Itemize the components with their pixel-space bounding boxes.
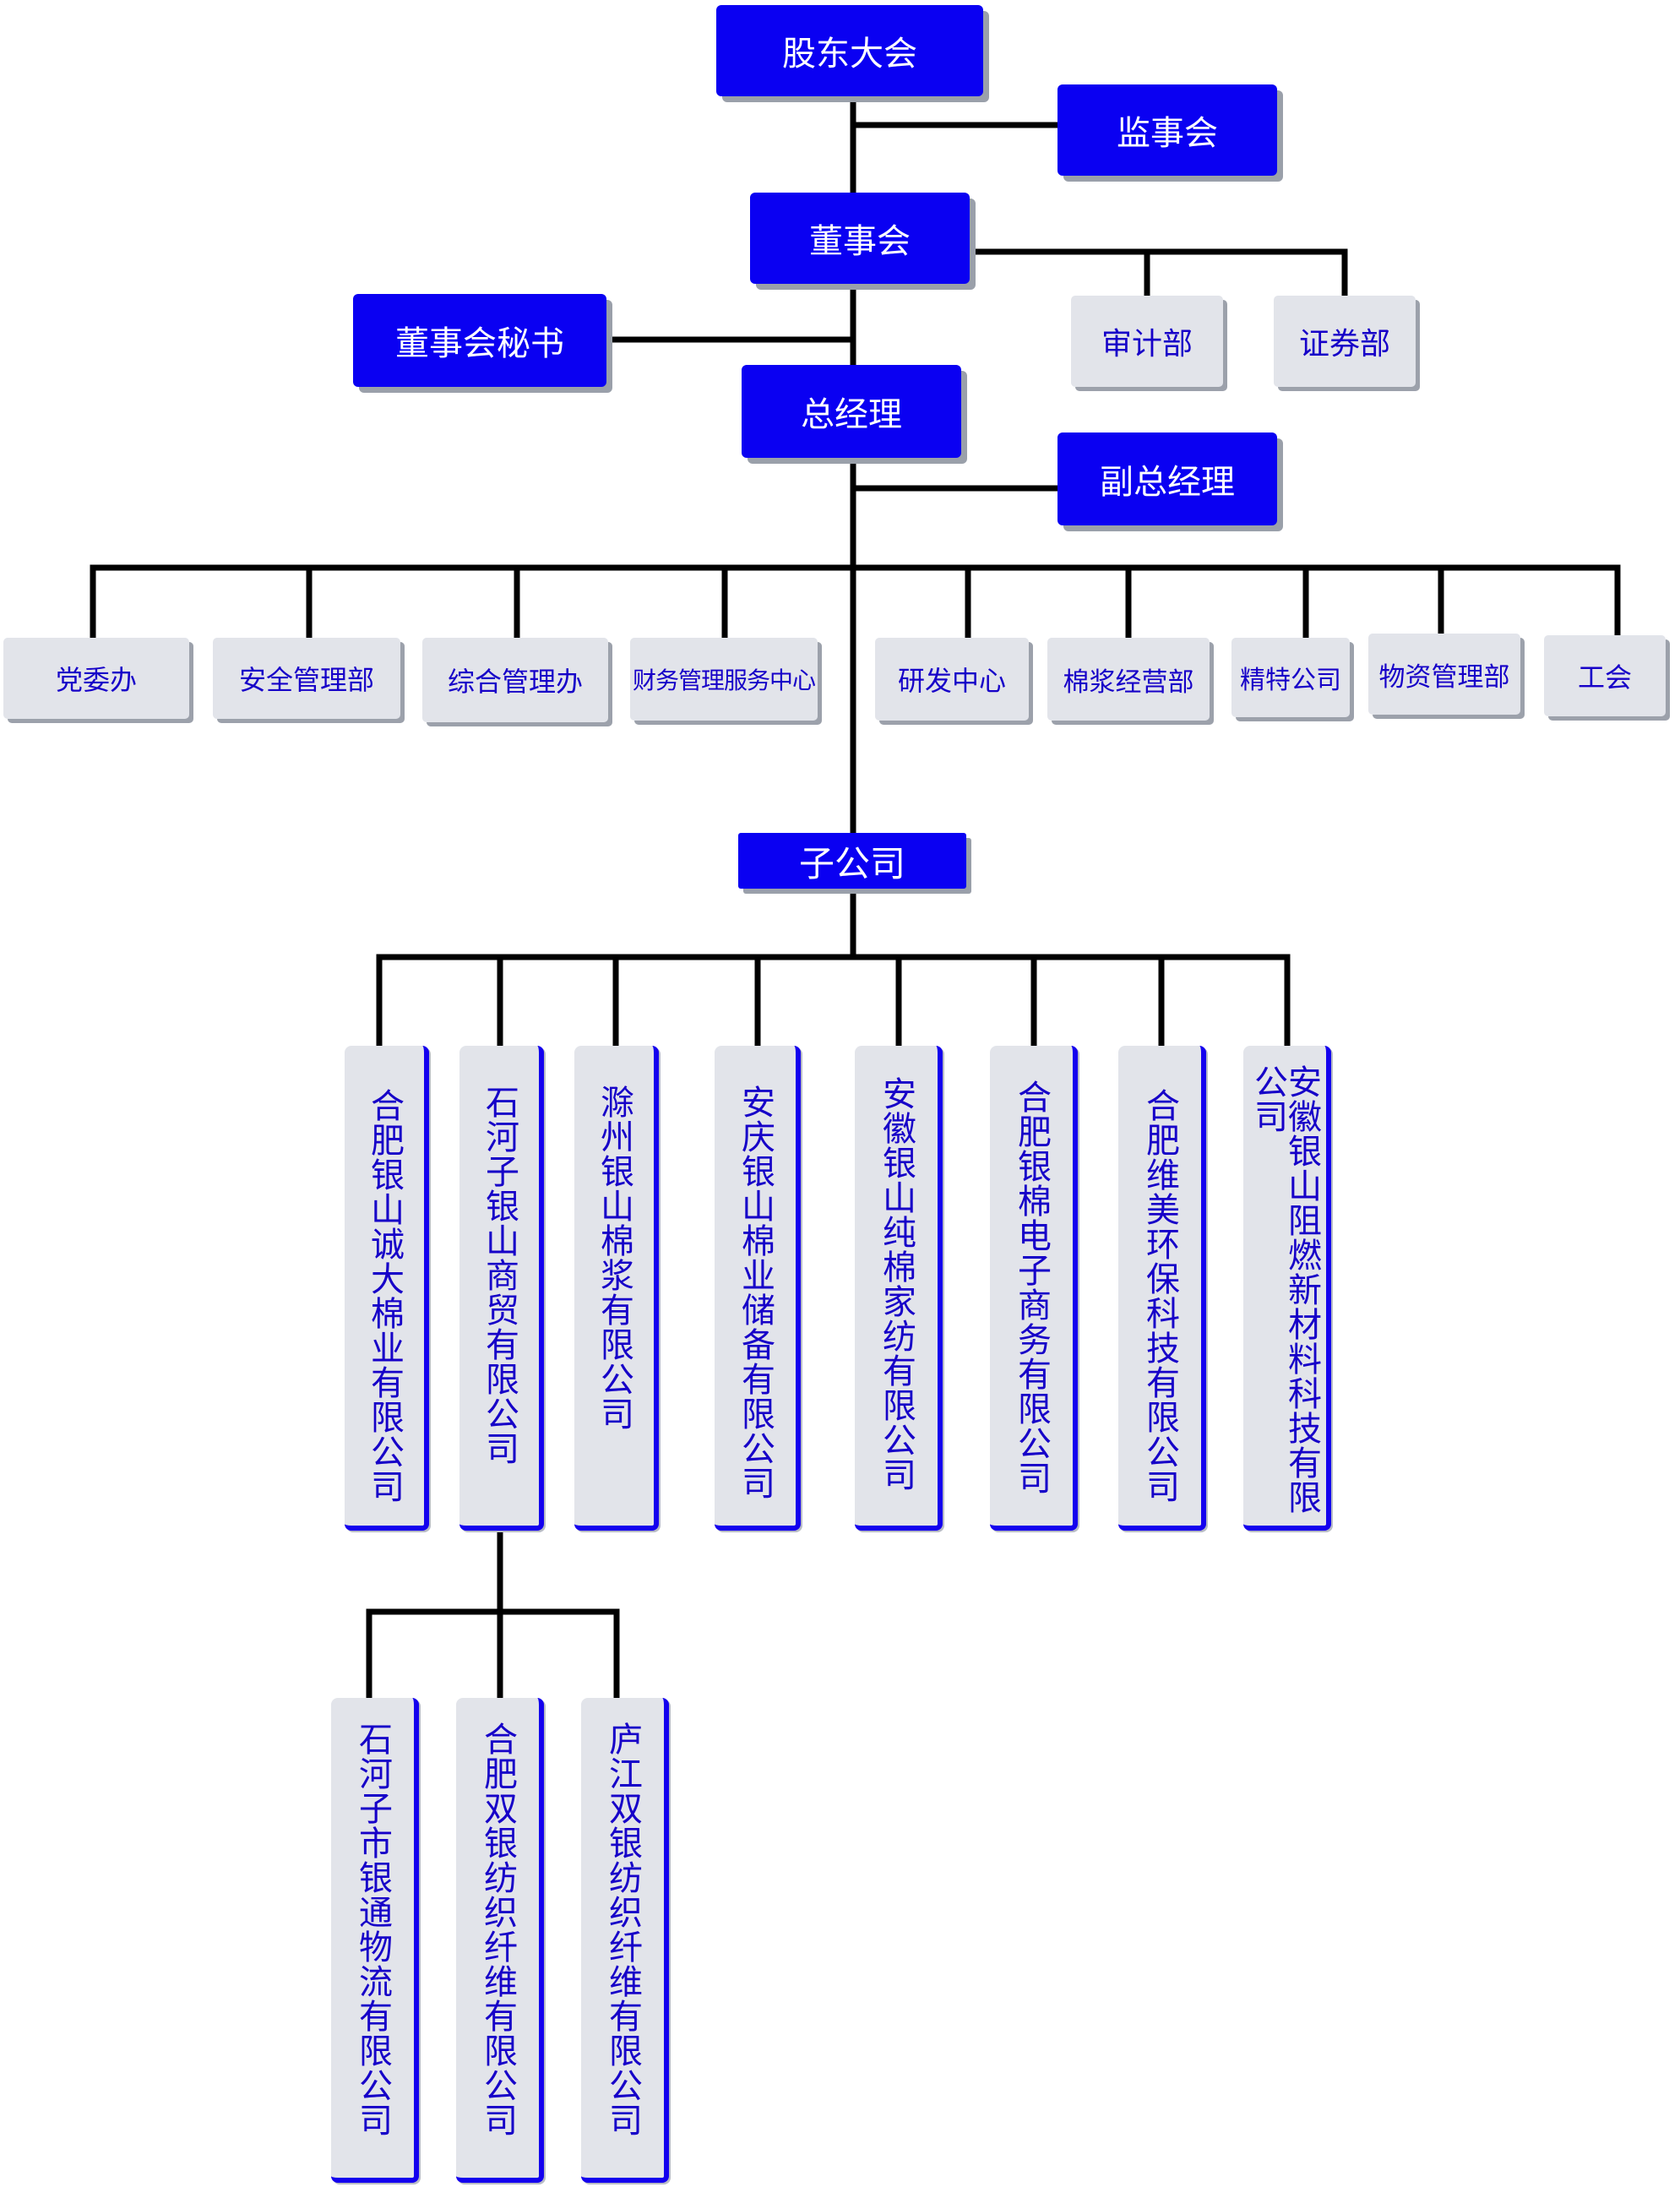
subsidiary-label: 庐江双银纺织纤维有限公司 — [603, 1722, 642, 2137]
department-party-committee-office: 党委办 — [3, 638, 189, 719]
subsidiary-anhui-pure-cotton-textiles: 安徽银山纯棉家纺有限公司 — [855, 1046, 943, 1531]
sub-subsidiary-shihezi-yintong-logistics: 石河子市银通物流有限公司 — [331, 1698, 419, 2183]
sub-subsidiary-hefei-shuangyin-fiber: 合肥双银纺织纤维有限公司 — [456, 1698, 544, 2183]
subsidiary-label: 滁州银山棉浆有限公司 — [595, 1085, 633, 1431]
subsidiary-anhui-flame-retardant-materials: 安徽银山阻燃新材料科技有限公司 — [1243, 1046, 1331, 1531]
department-labor-union: 工会 — [1544, 635, 1666, 716]
audit-department-box: 审计部 — [1071, 296, 1223, 387]
subsidiary-chuzhou-cotton-pulp: 滁州银山棉浆有限公司 — [574, 1046, 659, 1531]
subsidiary-shihezi-trading: 石河子银山商贸有限公司 — [459, 1046, 544, 1531]
general-manager-box: 总经理 — [742, 365, 961, 458]
subsidiary-hefei-chengda-cotton: 合肥银山诚大棉业有限公司 — [345, 1046, 429, 1531]
department-finance-service-center: 财务管理服务中心 — [630, 638, 818, 721]
department-general-administration: 综合管理办 — [422, 638, 608, 722]
subsidiary-label: 石河子银山商贸有限公司 — [480, 1085, 519, 1466]
department-safety-management: 安全管理部 — [213, 638, 400, 719]
subsidiary-label: 合肥银山诚大棉业有限公司 — [365, 1088, 404, 1504]
department-cotton-pulp-operations: 棉浆经营部 — [1047, 638, 1210, 721]
department-jingte-company: 精特公司 — [1231, 638, 1350, 717]
supervisory-board-box: 监事会 — [1057, 84, 1277, 176]
board-secretary-box: 董事会秘书 — [353, 294, 606, 387]
subsidiary-label: 合肥双银纺织纤维有限公司 — [478, 1722, 517, 2137]
department-rd-center: 研发中心 — [875, 638, 1029, 721]
board-of-directors-box: 董事会 — [750, 193, 970, 284]
subsidiary-anqing-cotton-reserve: 安庆银山棉业储备有限公司 — [715, 1046, 801, 1531]
department-materials-management: 物资管理部 — [1368, 634, 1520, 715]
subsidiary-hefei-ecommerce: 合肥银棉电子商务有限公司 — [990, 1046, 1078, 1531]
deputy-general-manager-box: 副总经理 — [1057, 433, 1277, 525]
subsidiary-label: 安徽银山阻燃新材料科技有限公司 — [1248, 1064, 1321, 1515]
subsidiary-label: 安庆银山棉业储备有限公司 — [736, 1085, 775, 1500]
subsidiary-label: 合肥银棉电子商务有限公司 — [1012, 1080, 1051, 1495]
subsidiary-hefei-weimei-environmental: 合肥维美环保科技有限公司 — [1118, 1046, 1206, 1531]
subsidiary-label: 安徽银山纯棉家纺有限公司 — [877, 1076, 916, 1492]
subsidiary-label: 石河子市银通物流有限公司 — [353, 1722, 392, 2137]
securities-department-box: 证券部 — [1274, 296, 1416, 387]
shareholders-meeting-box: 股东大会 — [716, 5, 983, 96]
subsidiaries-header-box: 子公司 — [738, 833, 966, 889]
subsidiary-label: 合肥维美环保科技有限公司 — [1140, 1088, 1179, 1504]
sub-subsidiary-lujiang-shuangyin-fiber: 庐江双银纺织纤维有限公司 — [581, 1698, 669, 2183]
